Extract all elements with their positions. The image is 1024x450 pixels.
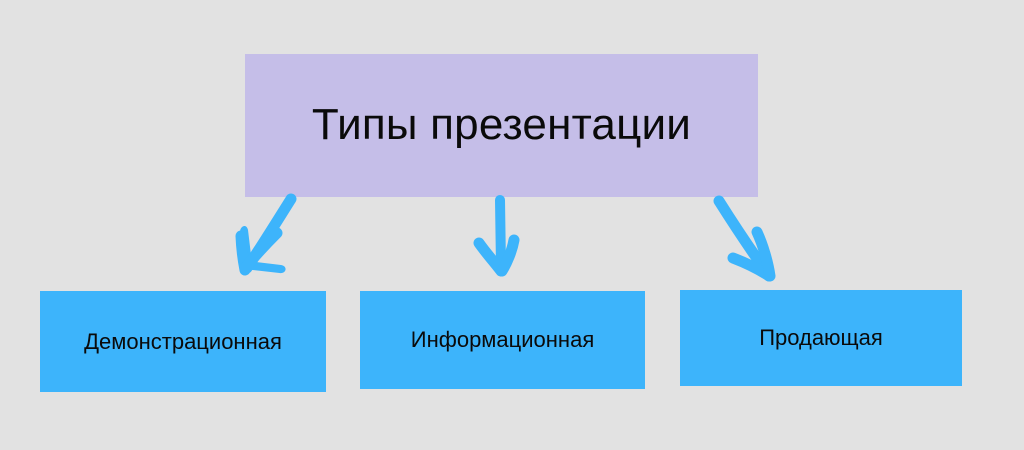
child-node-demonstration[interactable]: Демонстрационная: [40, 291, 326, 392]
arrow-down-left-icon: [235, 193, 297, 276]
root-node-presentation-types[interactable]: Типы презентации: [245, 54, 758, 197]
child-node-informational-label: Информационная: [410, 327, 595, 353]
child-node-selling[interactable]: Продающая: [680, 290, 962, 386]
child-node-selling-label: Продающая: [759, 325, 883, 351]
arrow-down-right-icon: [713, 195, 776, 282]
root-node-label: Типы презентации: [311, 100, 692, 150]
child-node-demonstration-label: Демонстрационная: [84, 328, 282, 354]
child-node-informational[interactable]: Информационная: [360, 291, 645, 389]
arrow-down-icon: [473, 195, 520, 277]
